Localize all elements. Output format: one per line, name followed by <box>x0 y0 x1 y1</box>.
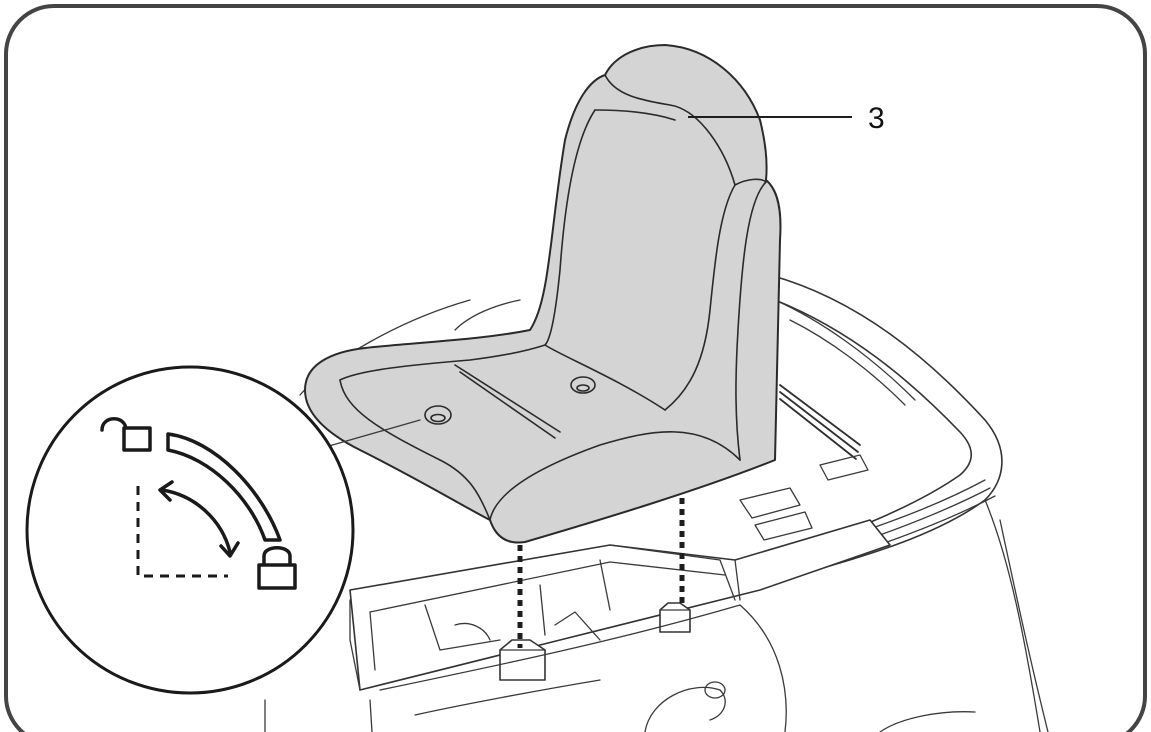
detail-magnifier <box>25 365 421 695</box>
vehicle-body <box>264 274 1049 732</box>
seat <box>304 44 782 544</box>
alignment-guides <box>517 498 685 648</box>
locked-padlock-icon <box>257 546 297 590</box>
unlocked-padlock-icon <box>100 417 152 452</box>
curved-double-arrow-icon <box>158 480 240 558</box>
callout-number: 3 <box>868 102 885 135</box>
detail-circle <box>25 365 355 695</box>
curved-slider-icon <box>166 432 282 542</box>
callout-3: 3 <box>688 102 885 135</box>
rotation-angle-guide <box>136 486 228 578</box>
